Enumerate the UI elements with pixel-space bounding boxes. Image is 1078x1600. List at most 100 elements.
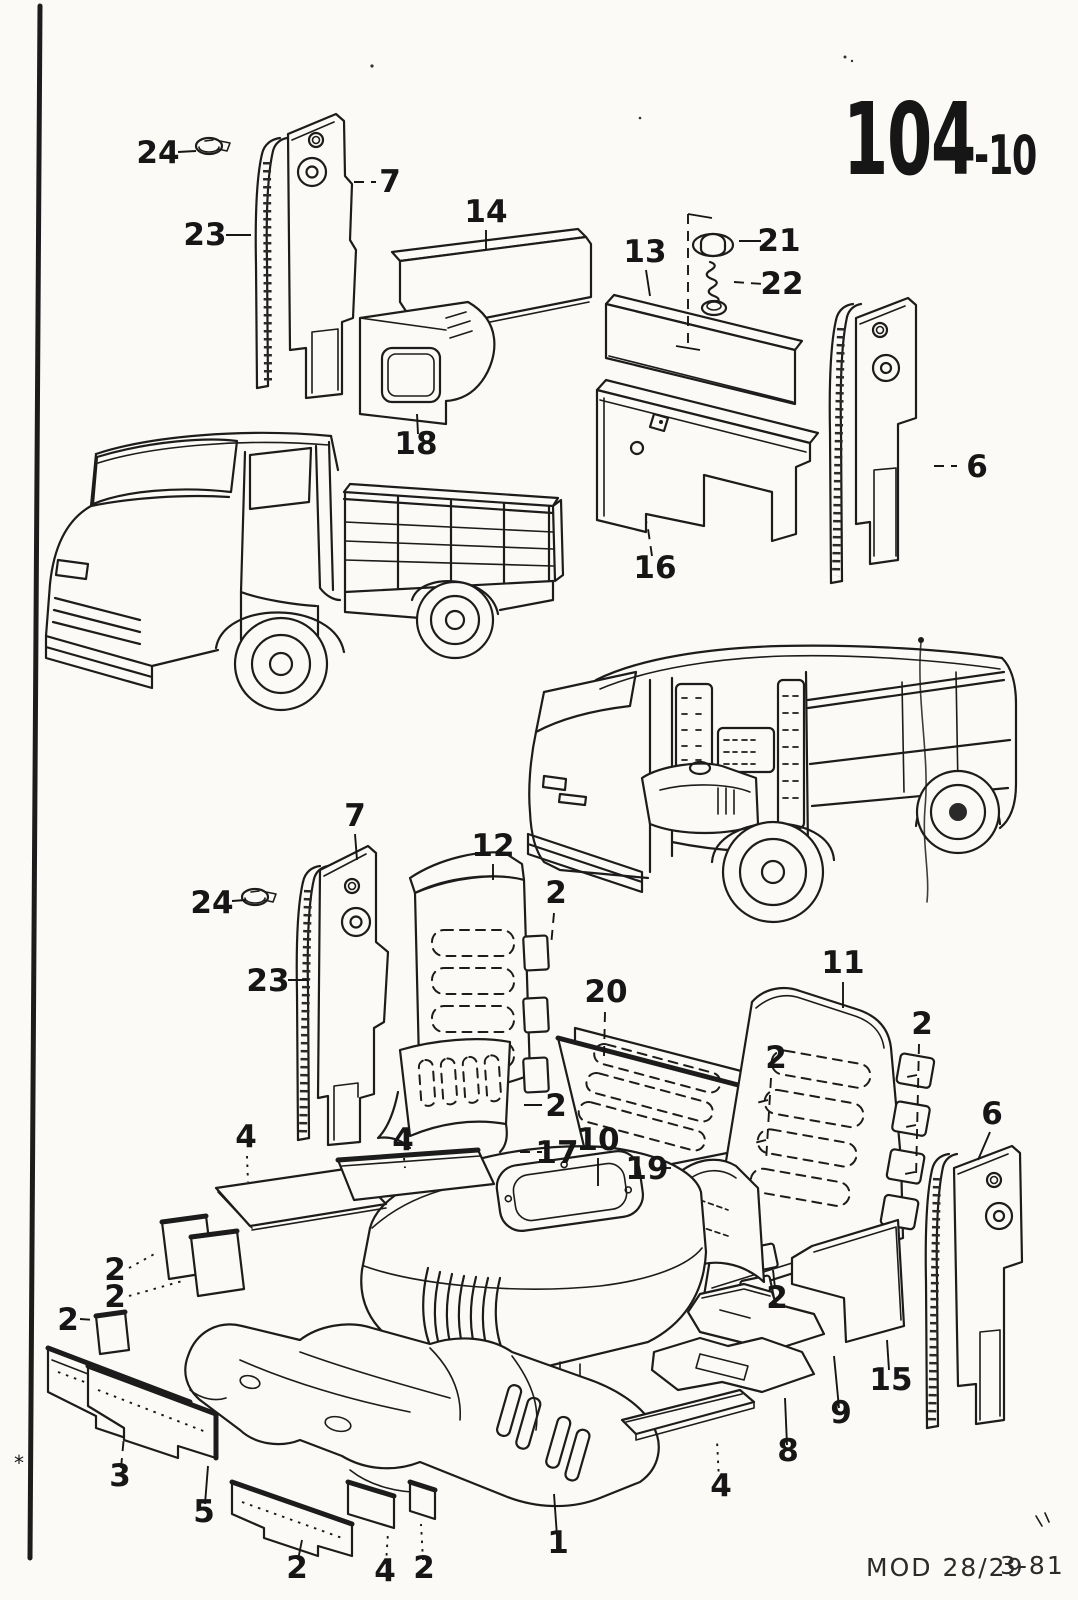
truck-windshield — [91, 438, 239, 506]
callout-label: 2 — [765, 1040, 787, 1076]
callout-label: 18 — [394, 426, 437, 462]
callout-10: 10 — [576, 1122, 620, 1186]
fastener-locator-bracket — [675, 213, 713, 351]
callout-label: 2 — [911, 1006, 933, 1042]
footer-note: MOD 28/29 3-81 — [866, 1512, 1065, 1582]
callout-label: 17 — [535, 1135, 578, 1171]
callout-label: 22 — [760, 266, 803, 302]
truck-side-window — [248, 446, 313, 511]
part-6-pillar-trim-lower-right — [952, 1144, 1024, 1426]
callout-2-lower: 2 — [766, 1269, 788, 1316]
callout-14: 14 — [464, 194, 508, 250]
truck-illustration — [44, 431, 565, 712]
page-number: 104 -10 — [843, 81, 1038, 198]
paper-specks — [370, 55, 854, 120]
callout-label: 2 — [545, 1088, 567, 1124]
callout-label: 19 — [625, 1151, 668, 1187]
callout-2-sill: 2 — [286, 1539, 308, 1586]
grommet-hole — [984, 1201, 1014, 1231]
callout-label: 23 — [183, 217, 226, 253]
grommet-hole — [340, 906, 372, 938]
van-illustration — [526, 637, 1018, 924]
page-number-main: 104 — [843, 81, 975, 198]
van-front-wheel — [721, 820, 825, 924]
callout-label: 2 — [104, 1252, 126, 1288]
van-bumper — [526, 832, 644, 894]
part-22-screw — [700, 260, 728, 317]
callout-label: 11 — [821, 945, 864, 981]
callout-label: 14 — [464, 194, 507, 230]
callout-label: 2 — [286, 1550, 308, 1586]
callout-9: 9 — [830, 1355, 852, 1431]
callout-19: 19 — [625, 1151, 677, 1187]
part-2-sill-panel — [229, 1479, 355, 1558]
part-23-seal-strip-upper — [254, 136, 289, 390]
callout-17: 17 — [520, 1135, 579, 1171]
part-17-quilted-panel — [376, 1038, 512, 1154]
callout-21: 21 — [739, 223, 801, 259]
callout-label: 24 — [190, 885, 233, 921]
callout-11: 11 — [821, 945, 865, 1008]
callout-2-pad-d: 2 — [413, 1523, 435, 1586]
part-8-floor-mat — [650, 1336, 816, 1394]
truck-rear-wheel — [415, 580, 495, 660]
callout-24-mid: 24 — [190, 885, 247, 921]
pen-mark — [1035, 1512, 1050, 1527]
callout-label: 20 — [584, 974, 627, 1010]
callout-4-mat-right: 4 — [392, 1122, 414, 1169]
callout-4-mat-left: 4 — [235, 1119, 257, 1183]
callout-4-mat-rear: 4 — [710, 1439, 732, 1504]
callout-2-pad-b: 2 — [104, 1279, 187, 1315]
page-number-suffix: -10 — [974, 124, 1036, 187]
part-6-seal-strip-lower-right — [924, 1152, 959, 1430]
part-4-mat-right — [335, 1147, 496, 1202]
part-18-engine-side-cover — [358, 300, 496, 426]
quilt-stitching — [577, 1043, 722, 1152]
callout-label: 12 — [471, 828, 514, 864]
callout-20: 20 — [584, 974, 628, 1057]
callout-16: 16 — [633, 521, 677, 586]
grommet-hole — [296, 156, 328, 188]
callout-8: 8 — [777, 1397, 799, 1469]
callout-label: 9 — [830, 1395, 852, 1431]
binding-rule — [27, 3, 43, 1561]
truck-grille — [51, 596, 142, 646]
callout-2-mid-right: 2 — [899, 1006, 933, 1179]
van-windshield — [534, 670, 638, 734]
part-4-edge-strip — [345, 1479, 397, 1530]
part-7-pillar-trim-upper — [286, 112, 358, 400]
asterisk-mark: * — [14, 1451, 24, 1475]
bulkhead-flaps — [522, 934, 550, 1094]
callout-4-strip: 4 — [374, 1531, 396, 1589]
part-4-mat-left — [214, 1166, 388, 1231]
callout-2-mid-left: 2 — [749, 1040, 787, 1163]
footer-date: 3-81 — [1000, 1551, 1065, 1580]
callout-2-seat-bottom: 2 — [524, 1088, 567, 1124]
callout-label: 6 — [966, 449, 988, 485]
part-7-pillar-trim-lower — [316, 844, 390, 1147]
truck-front-wheel — [233, 616, 329, 712]
callout-7-top: 7 — [354, 164, 401, 200]
truck-bed-slats — [344, 521, 554, 567]
part-15-notched-panel — [790, 1218, 906, 1344]
callout-2-pad-a: 2 — [104, 1251, 159, 1288]
callout-label: 13 — [623, 234, 666, 270]
callout-label: 4 — [235, 1119, 257, 1155]
grommet-hole — [871, 353, 901, 383]
callout-label: 4 — [374, 1553, 396, 1589]
part-9-floor-mat — [686, 1282, 826, 1352]
van-body-creases — [806, 670, 1012, 808]
part-24-clip-lower — [240, 887, 277, 907]
part-1-floor-insulation — [184, 1323, 660, 1508]
part-21-cap — [691, 232, 735, 258]
callout-label: 23 — [246, 963, 289, 999]
part-16-side-panel-lower — [595, 378, 820, 543]
callout-label: 21 — [757, 223, 800, 259]
callout-label: 7 — [379, 164, 401, 200]
footer-model: MOD 28/29 — [866, 1553, 1025, 1582]
callout-label: 8 — [777, 1433, 799, 1469]
part-24-clip-upper — [194, 136, 231, 156]
callout-23-top: 23 — [183, 217, 251, 253]
callout-5: 5 — [193, 1465, 215, 1530]
callout-3: 3 — [109, 1435, 131, 1494]
